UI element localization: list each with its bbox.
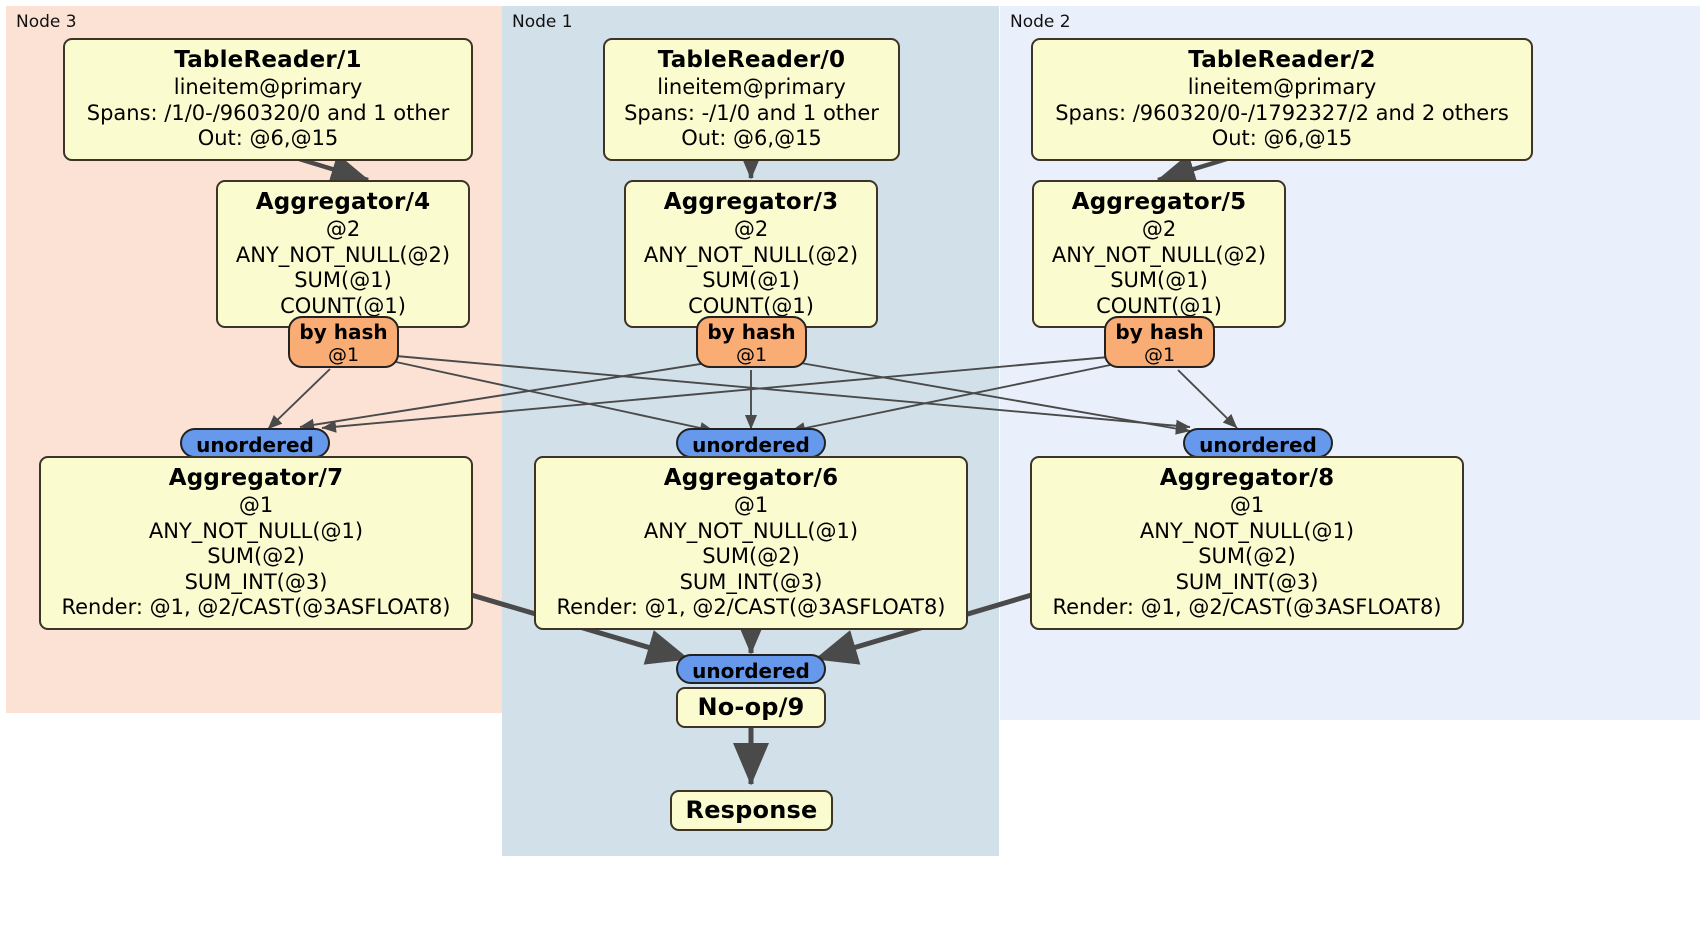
synchronizer-unordered-final[interactable]: unordered [676,654,826,684]
synchronizer-unordered-right[interactable]: unordered [1183,428,1333,458]
processor-line: SUM(@2) [702,544,800,568]
processor-line: Render: @1, @2/CAST(@3ASFLOAT8) [61,595,451,619]
node-panel-label-node3: Node 3 [16,12,77,32]
processor-line: @2 [1141,217,1177,241]
node-panel-label-node1: Node 1 [512,12,573,32]
router-label: by hash [299,320,388,344]
processor-line: SUM_INT(@3) [1175,569,1319,594]
router-columns: @1 [1143,344,1176,366]
processor-aggregator-4[interactable]: Aggregator/4 @2 ANY_NOT_NULL(@2) SUM(@1)… [216,180,470,328]
synchronizer-label: unordered [692,433,810,457]
processor-line: COUNT(@1) [1096,293,1222,318]
processor-noop-9[interactable]: No-op/9 [676,687,826,728]
processor-line: ANY_NOT_NULL(@2) [1051,242,1267,267]
processor-line: SUM(@1) [702,268,800,292]
processor-line: ANY_NOT_NULL(@1) [148,518,364,543]
router-label: by hash [707,320,796,344]
processor-line: Spans: /1/0-/960320/0 and 1 other [86,100,450,125]
processor-line: SUM(@2) [1198,544,1296,568]
processor-line: Render: @1, @2/CAST(@3ASFLOAT8) [556,595,946,619]
processor-line: @1 [1229,493,1265,517]
processor-line: SUM(@1) [294,268,392,292]
router-by-hash-right[interactable]: by hash @1 [1104,316,1215,368]
processor-line: SUM_INT(@3) [184,569,328,594]
processor-title: TableReader/1 [174,47,362,73]
edge-hash-to-unordered [267,355,1238,435]
processor-line: COUNT(@1) [280,293,406,318]
synchronizer-label: unordered [692,659,810,683]
processor-line: Render: @1, @2/CAST(@3ASFLOAT8) [1052,595,1442,619]
router-columns: @1 [327,344,360,366]
processor-title: TableReader/2 [1188,47,1376,73]
processor-tablereader-2[interactable]: TableReader/2 lineitem@primary Spans: /9… [1031,38,1533,161]
processor-line: lineitem@primary [1187,75,1377,99]
processor-title: TableReader/0 [657,47,846,73]
processor-line: lineitem@primary [657,75,846,99]
processor-line: Out: @6,@15 [197,126,339,150]
processor-line: Spans: -/1/0 and 1 other [624,100,879,125]
processor-tablereader-1[interactable]: TableReader/1 lineitem@primary Spans: /1… [63,38,473,161]
processor-aggregator-3[interactable]: Aggregator/3 @2 ANY_NOT_NULL(@2) SUM(@1)… [624,180,878,328]
processor-line: @1 [733,493,769,517]
processor-title: Aggregator/6 [663,465,839,491]
processor-response[interactable]: Response [670,790,833,831]
processor-title: Response [685,796,818,824]
processor-line: @1 [238,493,274,517]
router-label: by hash [1115,320,1204,344]
processor-title: No-op/9 [697,693,805,721]
synchronizer-label: unordered [196,433,314,457]
processor-title: Aggregator/3 [663,189,839,215]
processor-line: ANY_NOT_NULL(@1) [1139,518,1355,543]
processor-title: Aggregator/7 [168,465,344,491]
router-by-hash-center[interactable]: by hash @1 [696,316,807,368]
processor-line: ANY_NOT_NULL(@2) [235,242,451,267]
processor-line: @2 [325,217,361,241]
synchronizer-unordered-center[interactable]: unordered [676,428,826,458]
synchronizer-unordered-left[interactable]: unordered [180,428,330,458]
processor-line: SUM(@2) [207,544,305,568]
processor-line: COUNT(@1) [688,293,814,318]
processor-line: lineitem@primary [173,75,363,99]
processor-tablereader-0[interactable]: TableReader/0 lineitem@primary Spans: -/… [603,38,900,161]
processor-aggregator-7[interactable]: Aggregator/7 @1 ANY_NOT_NULL(@1) SUM(@2)… [39,456,473,630]
processor-aggregator-6[interactable]: Aggregator/6 @1 ANY_NOT_NULL(@1) SUM(@2)… [534,456,968,630]
processor-line: SUM_INT(@3) [679,569,823,594]
processor-line: Out: @6,@15 [1211,126,1353,150]
processor-title: Aggregator/5 [1071,189,1247,215]
processor-title: Aggregator/8 [1159,465,1335,491]
processor-line: SUM(@1) [1110,268,1208,292]
processor-line: @2 [733,217,769,241]
router-by-hash-left[interactable]: by hash @1 [288,316,399,368]
processor-line: Out: @6,@15 [681,126,822,150]
router-columns: @1 [735,344,768,366]
processor-title: Aggregator/4 [255,189,431,215]
processor-line: ANY_NOT_NULL(@1) [643,518,859,543]
synchronizer-label: unordered [1199,433,1317,457]
processor-aggregator-8[interactable]: Aggregator/8 @1 ANY_NOT_NULL(@1) SUM(@2)… [1030,456,1464,630]
node-panel-label-node2: Node 2 [1010,12,1071,32]
processor-aggregator-5[interactable]: Aggregator/5 @2 ANY_NOT_NULL(@2) SUM(@1)… [1032,180,1286,328]
edge-tablereader-to-aggregator [295,141,1231,185]
processor-line: Spans: /960320/0-/1792327/2 and 2 others [1055,100,1509,125]
processor-line: ANY_NOT_NULL(@2) [643,242,859,267]
